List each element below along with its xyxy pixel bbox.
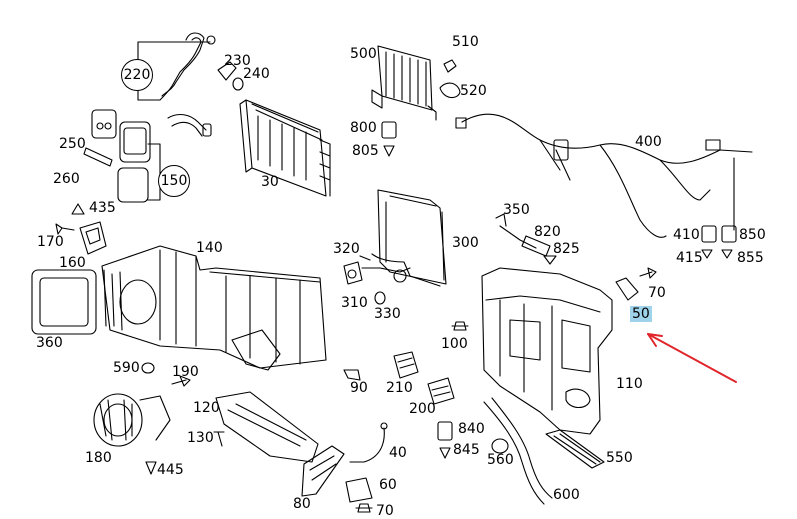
bracket-60	[345, 477, 373, 503]
label-840[interactable]: 840	[458, 421, 485, 437]
filter-frame-360	[31, 269, 97, 335]
callout-220[interactable]: 220	[121, 59, 153, 91]
label-800[interactable]: 800	[350, 120, 377, 136]
aux-core-500	[371, 45, 461, 121]
label-300[interactable]: 300	[452, 235, 479, 251]
label-180[interactable]: 180	[85, 450, 112, 466]
label-40[interactable]: 40	[389, 445, 407, 461]
label-520[interactable]: 520	[460, 83, 487, 99]
label-845[interactable]: 845	[453, 442, 480, 458]
drain-hose-600	[483, 397, 553, 505]
label-820[interactable]: 820	[534, 224, 561, 240]
sensor-840-845	[437, 421, 453, 459]
grommet-590	[141, 362, 191, 387]
label-445[interactable]: 445	[157, 462, 184, 478]
wire-40	[349, 422, 388, 463]
label-240[interactable]: 240	[243, 66, 270, 82]
screw-130	[213, 431, 225, 447]
actuator-160-170	[55, 203, 107, 255]
label-70-lower[interactable]: 70	[376, 503, 394, 519]
label-310[interactable]: 310	[341, 295, 368, 311]
label-50-highlighted[interactable]: 50	[630, 306, 652, 322]
screw-100	[451, 321, 469, 331]
hvac-module-110	[481, 267, 613, 435]
label-855[interactable]: 855	[737, 250, 764, 266]
label-590[interactable]: 590	[113, 360, 140, 376]
sensors-410-855	[701, 225, 737, 259]
linkage-80	[301, 445, 345, 497]
blower-motor-180	[93, 393, 171, 447]
seals-150-250	[83, 109, 161, 203]
label-190[interactable]: 190	[172, 364, 199, 380]
valve-800-805	[381, 121, 397, 157]
module-200	[427, 377, 455, 405]
label-850[interactable]: 850	[739, 227, 766, 243]
heater-core-30	[239, 99, 331, 197]
label-415[interactable]: 415	[676, 250, 703, 266]
label-805[interactable]: 805	[352, 143, 379, 159]
grille-550	[545, 429, 605, 469]
label-250[interactable]: 250	[59, 136, 86, 152]
label-120[interactable]: 120	[193, 400, 220, 416]
label-200[interactable]: 200	[409, 401, 436, 417]
grommet-560	[491, 438, 509, 454]
label-30[interactable]: 30	[261, 174, 279, 190]
label-80[interactable]: 80	[293, 496, 311, 512]
label-400[interactable]: 400	[635, 134, 662, 150]
label-435[interactable]: 435	[89, 200, 116, 216]
fitting-230-240	[217, 61, 244, 91]
label-210[interactable]: 210	[386, 380, 413, 396]
pointer-arrow	[647, 333, 737, 383]
label-260[interactable]: 260	[53, 171, 80, 187]
label-500[interactable]: 500	[350, 46, 377, 62]
housing-140	[101, 245, 327, 371]
screw-445	[145, 461, 157, 475]
label-510[interactable]: 510	[452, 34, 479, 50]
control-unit-120	[215, 391, 319, 463]
actuator-50-70	[615, 267, 657, 301]
sensor-350-820	[495, 213, 557, 265]
label-410[interactable]: 410	[673, 227, 700, 243]
label-100[interactable]: 100	[441, 336, 468, 352]
label-160[interactable]: 160	[59, 255, 86, 271]
label-360[interactable]: 360	[36, 335, 63, 351]
resistor-210	[393, 351, 419, 379]
wiring-harness-400	[455, 113, 753, 238]
label-70-upper[interactable]: 70	[648, 285, 666, 301]
label-130[interactable]: 130	[187, 430, 214, 446]
label-90[interactable]: 90	[350, 380, 368, 396]
clip-90	[343, 369, 361, 381]
label-60[interactable]: 60	[379, 477, 397, 493]
label-110[interactable]: 110	[616, 376, 643, 392]
label-350[interactable]: 350	[503, 202, 530, 218]
label-330[interactable]: 330	[374, 306, 401, 322]
label-170[interactable]: 170	[37, 234, 64, 250]
label-320[interactable]: 320	[333, 241, 360, 257]
screw-70-bottom	[355, 503, 373, 513]
label-550[interactable]: 550	[606, 450, 633, 466]
evaporator-300	[371, 189, 447, 287]
label-600[interactable]: 600	[553, 487, 580, 503]
callout-150[interactable]: 150	[158, 165, 190, 197]
expansion-valve-310	[343, 255, 411, 305]
label-560[interactable]: 560	[487, 452, 514, 468]
label-140[interactable]: 140	[196, 240, 223, 256]
label-825[interactable]: 825	[553, 241, 580, 257]
label-230[interactable]: 230	[224, 53, 251, 69]
